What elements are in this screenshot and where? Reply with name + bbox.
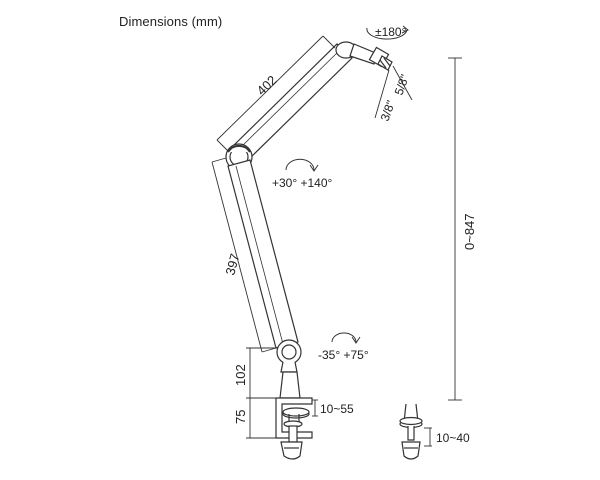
- overall-height-dimension-line: [448, 57, 462, 401]
- thread-leaders: [374, 65, 413, 119]
- upper-arm-length-label: 402: [254, 72, 280, 98]
- rotation-arrow-icon: [285, 158, 319, 172]
- rotation-arrow-icon: [331, 332, 361, 344]
- grommet-range-dimension-line: [424, 427, 432, 447]
- grommet-mount: [399, 403, 423, 460]
- mount-rotation-label: ±180°: [375, 25, 407, 39]
- lower-arm-dimension-line: [211, 157, 277, 353]
- clamp-range-label: 10~55: [320, 402, 354, 416]
- base-column: [279, 371, 301, 399]
- upper-arm-dimension-line: [216, 35, 336, 153]
- thread-5-8-label: 5/8": [392, 73, 412, 97]
- base-rotation-label: -35° +75°: [318, 348, 369, 362]
- lower-arm-length-label: 397: [222, 252, 242, 277]
- overall-height-label: 0~847: [462, 213, 477, 250]
- rotation-arrow-icon: [366, 25, 409, 40]
- base-height-dimension-line: [246, 347, 276, 399]
- grommet-range-label: 10~40: [436, 431, 470, 445]
- base-joint: [276, 339, 302, 373]
- lower-arm: [227, 159, 299, 349]
- thread-3-8-label: 3/8": [378, 99, 398, 123]
- mic-mount: [335, 41, 393, 71]
- elbow-rotation-label: +30° +140°: [272, 176, 333, 190]
- diagram-title: Dimensions (mm): [119, 14, 223, 29]
- base-height-label: 102: [233, 364, 248, 386]
- desk-clamp: [275, 397, 313, 460]
- clamp-height-dimension-line: [246, 398, 276, 439]
- upper-arm: [230, 43, 353, 163]
- clamp-range-dimension-line: [312, 399, 318, 417]
- clamp-height-label: 75: [233, 410, 248, 424]
